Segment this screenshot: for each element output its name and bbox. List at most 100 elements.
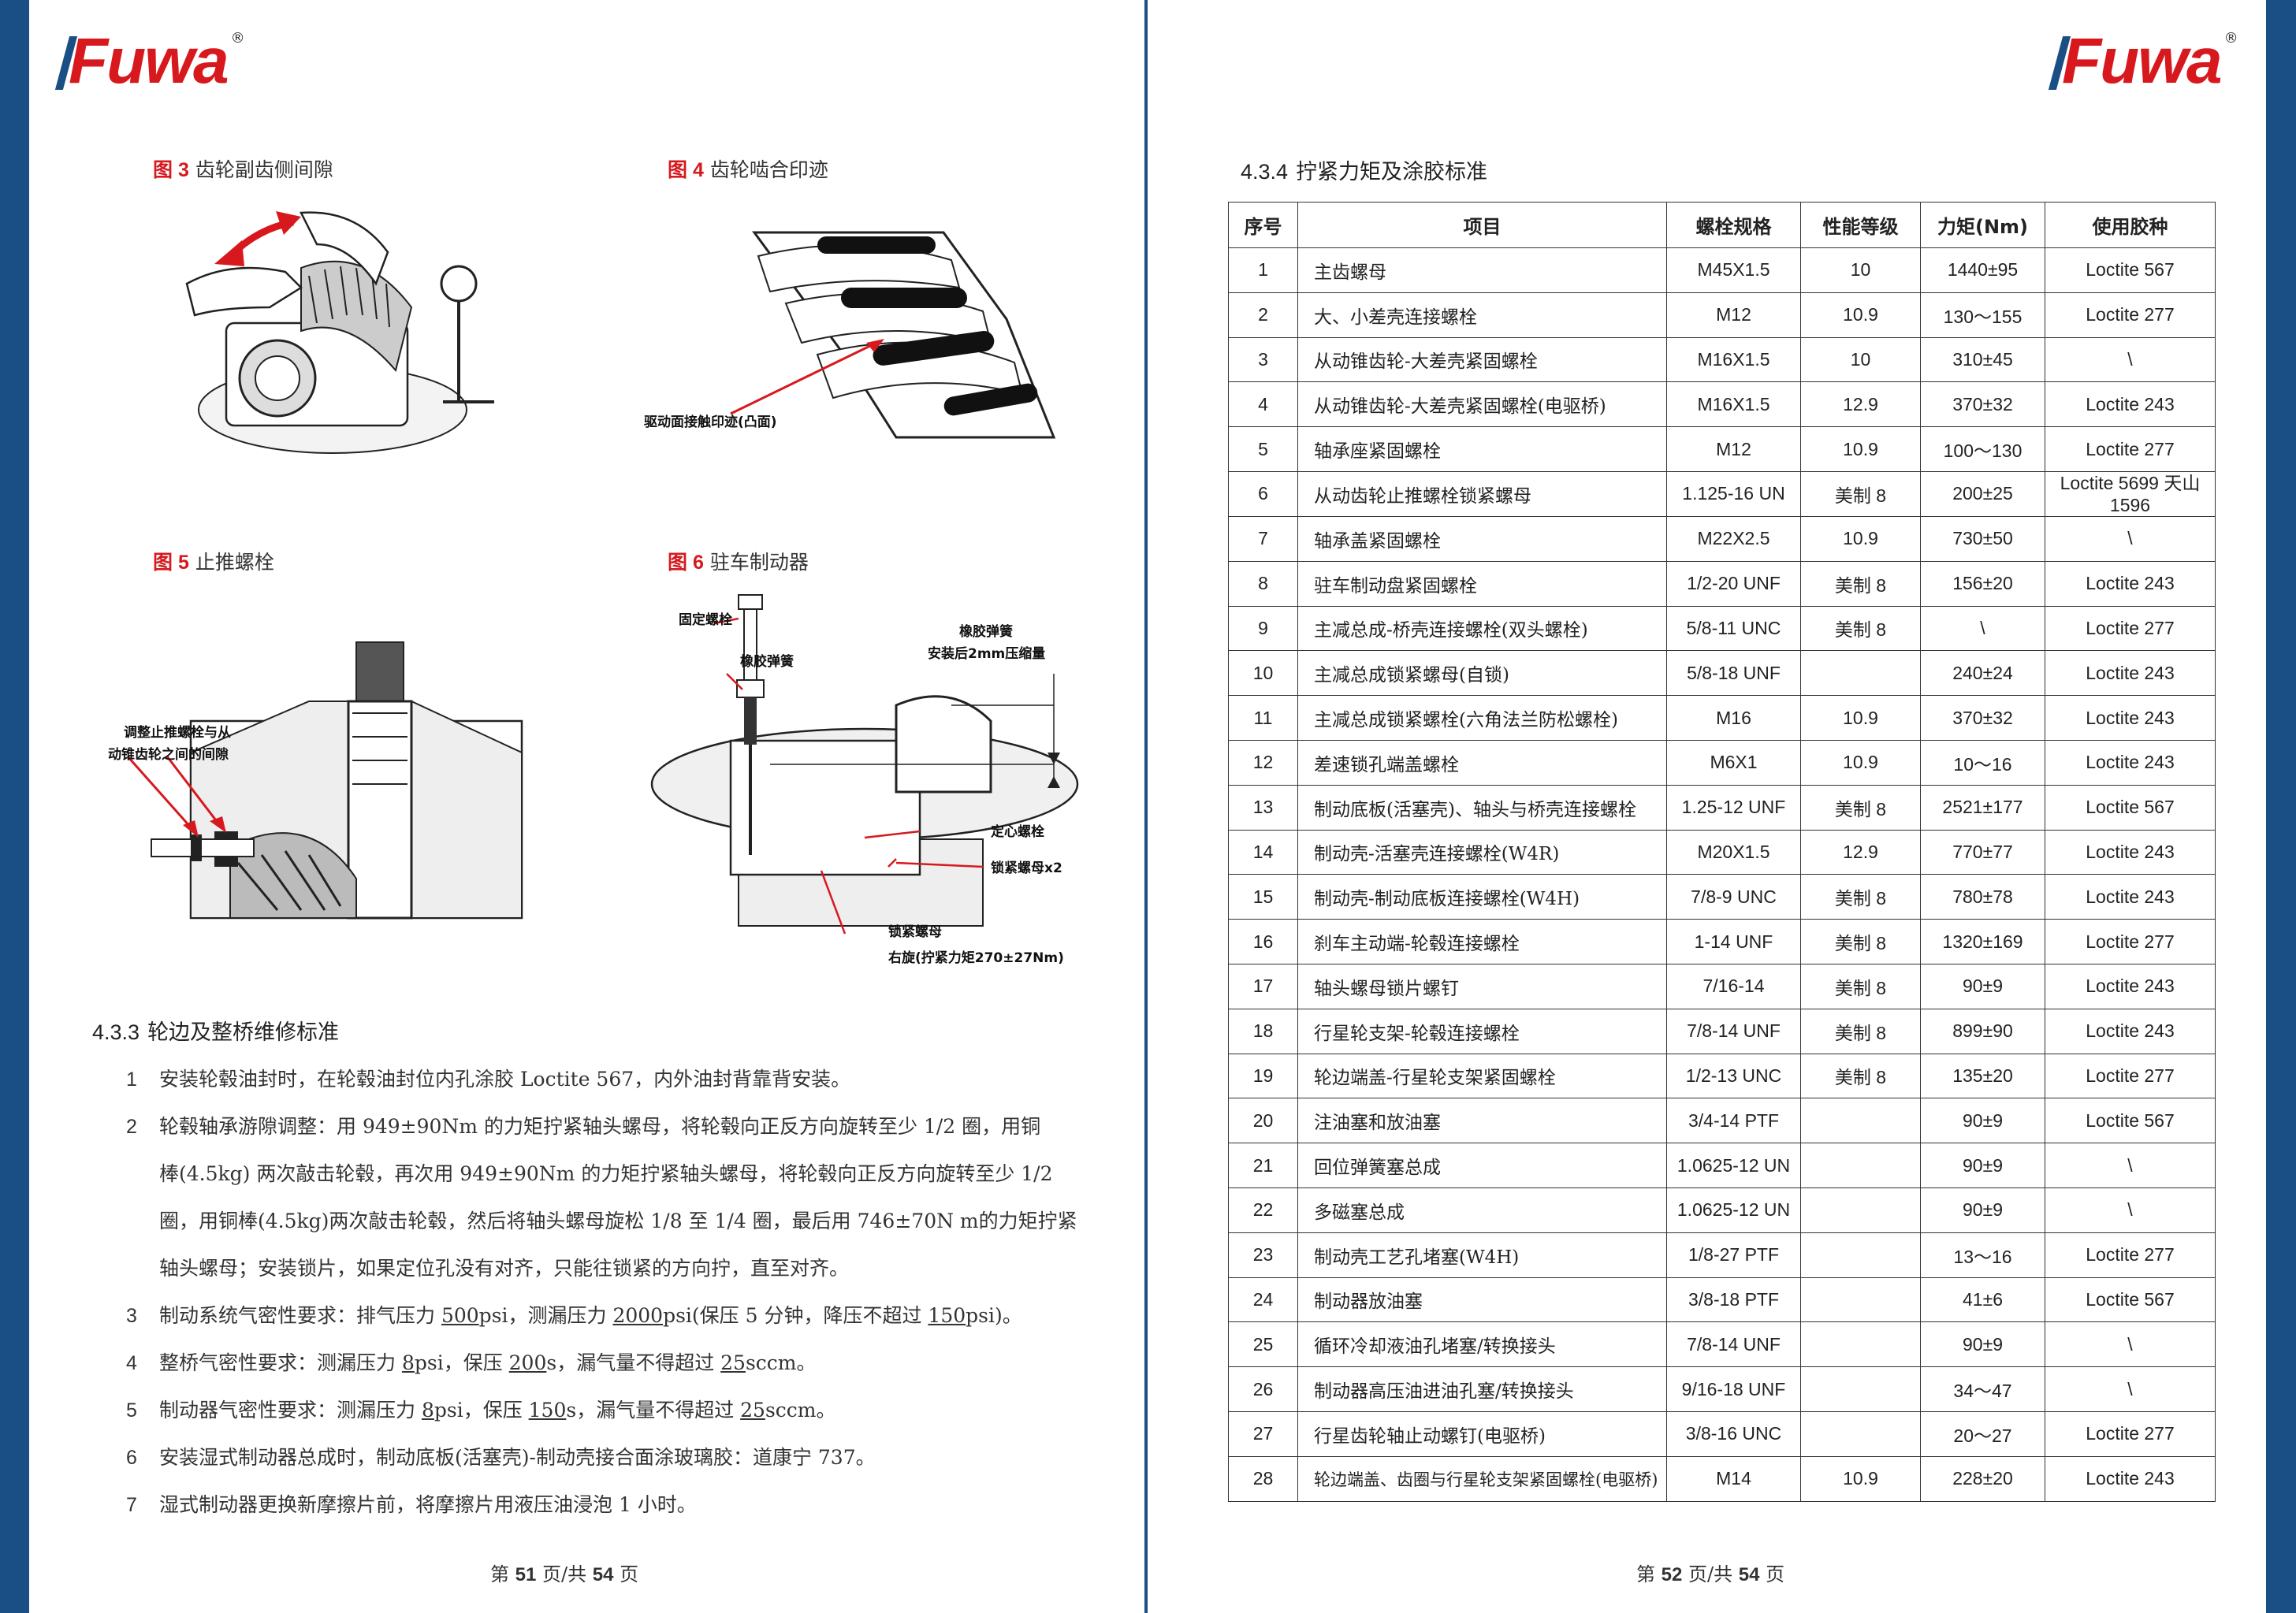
cell-torque: 370±32: [1920, 381, 2045, 428]
cell-grade: 10: [1800, 247, 1921, 293]
logo-text: Fuwa: [69, 25, 229, 97]
cell-adhesive: \: [2045, 1187, 2216, 1233]
cell-grade: [1800, 1321, 1921, 1368]
cell-torque: 90±9: [1920, 1098, 2045, 1144]
cell-grade: [1800, 1366, 1921, 1412]
item-text: 整桥气密性要求：测漏压力: [159, 1351, 402, 1374]
item-index: 5: [126, 1399, 137, 1422]
cell-adhesive: Loctite 567: [2045, 784, 2216, 831]
cell-seq: 27: [1228, 1410, 1298, 1457]
cell-seq: 5: [1228, 426, 1298, 472]
fig6-label-compression: 安装后2mm压缩量: [928, 645, 1045, 662]
cell-torque: 90±9: [1920, 1187, 2045, 1233]
cell-torque: 10～16: [1920, 739, 2045, 786]
cell-seq: 13: [1228, 784, 1298, 831]
cell-bolt-spec: 1.0625-12 UN: [1666, 1187, 1801, 1233]
cell-torque: 20～27: [1920, 1410, 2045, 1457]
cell-adhesive: Loctite 277: [2045, 426, 2216, 472]
fig4-gear-contact-pattern-illustration: 驱动面接触印迹(凸面): [612, 225, 1062, 445]
value-test-pressure: 2000: [612, 1304, 664, 1327]
cell-item: 驻车制动盘紧固螺栓: [1297, 560, 1667, 607]
item-index: 7: [126, 1494, 137, 1516]
cell-adhesive: Loctite 567: [2045, 1098, 2216, 1144]
fuwa-logo: Fuwa®: [54, 29, 245, 94]
page-number-right: 第 52 页/共 54 页: [1636, 1559, 1784, 1586]
fig6-label-fixed-bolt: 固定螺栓: [679, 611, 732, 628]
fig5-title: 止推螺栓: [195, 551, 274, 574]
fig3-caption: 图 3 齿轮副齿侧间隙: [153, 154, 333, 183]
item-text-line2: 棒(4.5kg) 两次敲击轮毂，再次用 949±90Nm 的力矩拧紧轴头螺母，将…: [159, 1162, 1053, 1185]
cell-bolt-spec: 1/8-27 PTF: [1666, 1232, 1801, 1278]
cell-torque: 240±24: [1920, 650, 2045, 697]
total-pages: 54: [592, 1564, 614, 1585]
value-leak-rate: 25: [720, 1351, 746, 1374]
fuwa-logo: Fuwa®: [2048, 29, 2238, 94]
value-leak-rate: 25: [740, 1399, 765, 1422]
cell-bolt-spec: M16: [1666, 695, 1801, 741]
cell-item: 主减总成锁紧螺母(自锁): [1297, 650, 1667, 697]
cell-seq: 7: [1228, 515, 1298, 562]
cell-bolt-spec: M45X1.5: [1666, 247, 1801, 293]
cell-adhesive: \: [2045, 1321, 2216, 1368]
cell-grade: [1800, 1098, 1921, 1144]
value-exhaust-pressure: 500: [441, 1304, 479, 1327]
fig3-number: 图 3: [153, 159, 189, 181]
cell-item: 行星齿轮轴止动螺钉(电驱桥): [1297, 1410, 1667, 1457]
header-adhesive: 使用胶种: [2045, 202, 2216, 248]
cell-bolt-spec: M22X2.5: [1666, 515, 1801, 562]
cell-torque: 2521±177: [1920, 784, 2045, 831]
cell-bolt-spec: M20X1.5: [1666, 829, 1801, 875]
cell-bolt-spec: 1.25-12 UNF: [1666, 784, 1801, 831]
cell-adhesive: Loctite 567: [2045, 247, 2216, 293]
cell-torque: 228±20: [1920, 1455, 2045, 1502]
table-header-row: 序号 项目 螺栓规格 性能等级 力矩(Nm) 使用胶种: [1228, 202, 2216, 248]
cell-seq: 23: [1228, 1232, 1298, 1278]
cell-bolt-spec: M12: [1666, 292, 1801, 338]
cell-torque: 90±9: [1920, 1143, 2045, 1188]
fig5-thrust-bolt-illustration: 调整止推螺栓与从 动锥齿轮之间的间隙: [73, 626, 561, 926]
cell-seq: 12: [1228, 739, 1298, 786]
value-test-pressure: 8: [401, 1351, 415, 1374]
cell-torque: 13～16: [1920, 1232, 2045, 1278]
item-text: s，漏气量不得超过: [566, 1399, 741, 1422]
cell-item: 从动锥齿轮-大差壳紧固螺栓(电驱桥): [1297, 381, 1667, 428]
cell-bolt-spec: 7/8-9 UNC: [1666, 874, 1801, 920]
item-text: psi，保压: [434, 1399, 529, 1422]
cell-seq: 14: [1228, 829, 1298, 875]
section-number: 4.3.4: [1241, 160, 1289, 184]
cell-seq: 2: [1228, 292, 1298, 338]
item-index: 1: [126, 1069, 137, 1091]
cell-seq: 9: [1228, 605, 1298, 652]
fig6-number: 图 6: [668, 552, 704, 574]
cell-item: 多磁塞总成: [1297, 1187, 1667, 1233]
cell-torque: 135±20: [1920, 1053, 2045, 1099]
cell-adhesive: Loctite 243: [2045, 739, 2216, 786]
cell-grade: 10.9: [1800, 1455, 1921, 1502]
cell-adhesive: Loctite 243: [2045, 829, 2216, 875]
cell-torque: 899±90: [1920, 1008, 2045, 1054]
cell-seq: 10: [1228, 650, 1298, 697]
fig6-parking-brake-illustration: 固定螺栓 橡胶弹簧 橡胶弹簧 安装后2mm压缩量 定心螺栓 锁紧螺母x2 锁紧螺…: [636, 587, 1125, 981]
fig6-caption: 图 6 驻车制动器: [668, 547, 809, 575]
cell-torque: \: [1920, 605, 2045, 652]
value-hold-time: 200: [508, 1351, 547, 1374]
cell-item: 从动锥齿轮-大差壳紧固螺栓: [1297, 336, 1667, 383]
cell-item: 刹车主动端-轮毂连接螺栓: [1297, 919, 1667, 964]
value-max-drop: 150: [928, 1304, 966, 1327]
left-page: Fuwa® 图 3 齿轮副齿侧间隙 图 4 齿轮啮合印迹: [29, 0, 1144, 1613]
fig6-title: 驻车制动器: [709, 551, 809, 574]
cell-adhesive: Loctite 243: [2045, 695, 2216, 741]
